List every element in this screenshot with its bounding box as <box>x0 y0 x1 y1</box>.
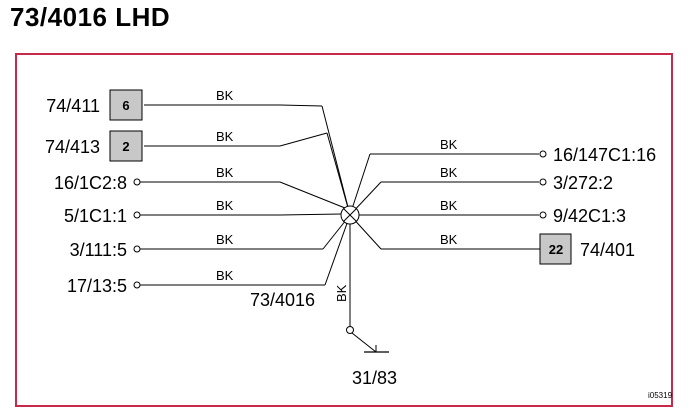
left-connections: BK674/411BK274/413BK16/1C2:8BK5/1C1:1BK3… <box>45 88 351 296</box>
wire-color-label: BK <box>216 232 234 247</box>
wire-color-label: BK <box>216 268 234 283</box>
right-connection: BK 22 74/401 <box>349 214 635 265</box>
left-connection: BK 2 74/413 <box>45 129 351 216</box>
ground-terminal <box>346 326 354 334</box>
connector-box <box>109 89 143 121</box>
ground-link <box>351 332 377 353</box>
wire-line <box>349 153 371 216</box>
left-connection: BK 16/1C2:8 <box>54 165 351 216</box>
connector-label: 3/272:2 <box>553 173 613 193</box>
wire-color-label: BK <box>440 198 458 213</box>
wire-line <box>324 214 351 286</box>
wire-color-label: BK <box>216 165 234 180</box>
connector-box-number: 6 <box>122 98 129 113</box>
diagram-title: 73/4016 LHD <box>10 2 171 32</box>
connector-box-number: 22 <box>549 242 563 257</box>
splice-cross-b <box>343 208 357 222</box>
left-connection: BK 6 74/411 <box>46 88 351 216</box>
wire-line <box>326 132 351 216</box>
terminal-circle <box>539 178 547 186</box>
left-connection: BK 17/13:5 <box>67 214 351 296</box>
terminal-circle <box>539 150 547 158</box>
ground-wire-color: BK <box>334 284 349 302</box>
terminal-circle <box>133 245 141 253</box>
wire-color-label: BK <box>216 88 234 103</box>
ground-label: 31/83 <box>352 368 397 388</box>
connector-box <box>539 233 572 265</box>
connector-label: 9/42C1:3 <box>553 206 626 226</box>
diagram-frame <box>15 53 673 407</box>
wire-line <box>279 213 343 216</box>
wire-color-label: BK <box>440 165 458 180</box>
wire-color-label: BK <box>216 198 234 213</box>
connector-label: 17/13:5 <box>67 276 127 296</box>
wire-line <box>279 104 323 107</box>
right-connection: BK 16/147C1:16 <box>349 137 656 216</box>
wire-color-label: BK <box>440 137 458 152</box>
connector-label: 5/1C1:1 <box>64 206 127 226</box>
right-connection: BK 9/42C1:3 <box>350 198 626 226</box>
terminal-circle <box>539 211 547 219</box>
terminal-circle <box>133 178 141 186</box>
connector-label: 74/411 <box>46 96 100 116</box>
wire-line <box>279 132 328 147</box>
wire-color-label: BK <box>216 129 234 144</box>
ground-connection: BK 31/83 <box>334 224 397 388</box>
terminal-circle <box>133 211 141 219</box>
left-connection: BK 3/111:5 <box>70 214 351 260</box>
left-connection: BK 5/1C1:1 <box>64 198 351 226</box>
wire-color-label: BK <box>440 232 458 247</box>
connector-label: 74/401 <box>580 240 635 260</box>
splice-label: 73/4016 <box>250 290 315 310</box>
connector-label: 16/147C1:16 <box>553 145 656 165</box>
connector-label: 74/413 <box>45 137 100 157</box>
wire-line <box>279 181 346 209</box>
connector-label: 16/1C2:8 <box>54 173 127 193</box>
connector-box <box>109 130 143 162</box>
reference-code: i05319 <box>648 391 673 400</box>
connector-label: 3/111:5 <box>70 240 127 260</box>
splice-node: 73/4016 <box>250 205 360 310</box>
connector-box-number: 2 <box>122 139 129 154</box>
terminal-circle <box>133 281 141 289</box>
